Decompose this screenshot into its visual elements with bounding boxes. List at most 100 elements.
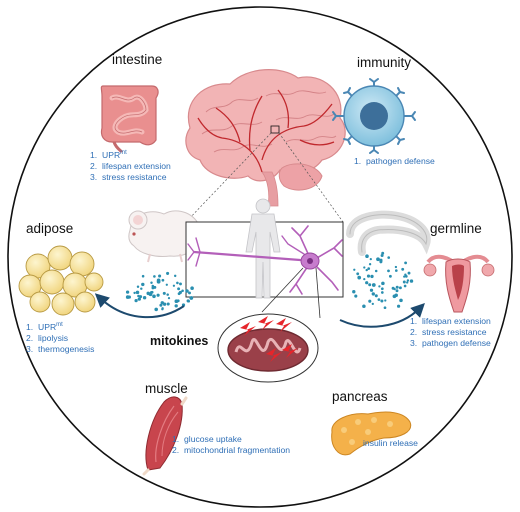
mitokine-dot [368, 299, 372, 303]
neuron-icon [187, 225, 343, 295]
mitokine-dot [137, 297, 141, 301]
mitokine-dot [395, 269, 398, 272]
arrow-to-adipose [94, 293, 185, 319]
mitokine-dot [154, 307, 158, 312]
adipose-title: adipose [26, 221, 74, 236]
mitokine-dot [370, 274, 374, 279]
mitokine-dot [166, 302, 170, 306]
mitokine-dot [407, 271, 411, 275]
mitokine-dot [399, 298, 403, 303]
mitokine-dot [151, 286, 155, 290]
mitokine-dot [125, 290, 130, 294]
mitokine-dot [365, 254, 369, 258]
mitokine-dot [135, 290, 140, 295]
list-item: 1.glucose uptake [172, 434, 242, 444]
mitokine-dot [362, 304, 366, 309]
mitokine-dot [363, 277, 366, 281]
mitokine-dot [354, 294, 358, 298]
mitokine-dot [371, 292, 375, 296]
mitokine-dot [379, 258, 383, 262]
list-item: 2.lipolysis [26, 332, 69, 343]
mitokine-dot [369, 257, 372, 261]
mitokine-dot [374, 269, 378, 273]
muscle-title: muscle [145, 381, 188, 396]
worm-icon [346, 210, 431, 256]
mitokine-dot [173, 274, 177, 278]
mitokine-dot [387, 269, 390, 273]
mitokine-dot [366, 274, 371, 278]
muscle-list: 1.glucose uptake 2.mitochondrial fragmen… [172, 434, 290, 456]
mitokine-dot [161, 278, 165, 282]
mitokine-dot [395, 289, 399, 293]
mitokine-dot [156, 278, 161, 283]
human-figure-icon [245, 198, 281, 299]
mitokine-dot [380, 291, 384, 294]
mitokine-dot [404, 261, 408, 265]
mitokine-dot [368, 263, 372, 266]
mitokine-dot [380, 254, 384, 257]
mitokine-dot [167, 297, 171, 300]
mitokine-dot [392, 294, 397, 299]
mitokine-dot [377, 298, 381, 301]
list-item: 1.pathogen defense [354, 156, 435, 166]
mitokine-dot [139, 295, 143, 299]
mitokine-dot [368, 283, 372, 287]
mitokine-dot [393, 287, 396, 291]
zoom-lines-lower [261, 267, 321, 319]
brain-icon [185, 69, 346, 207]
mitokine-dot [363, 266, 366, 269]
mitokine-dot [401, 267, 405, 271]
mitokine-dot [156, 293, 160, 297]
mitokine-dot [387, 256, 391, 259]
intestine-icon [100, 85, 159, 154]
mitokine-dot [190, 286, 194, 290]
mitokine-dot [134, 298, 138, 303]
mitokine-dot [185, 289, 189, 293]
mitokine-dot [406, 281, 409, 284]
mitokine-dot [398, 286, 402, 290]
mitokine-dot [403, 275, 406, 278]
mitokine-dot [178, 290, 182, 295]
immune-cell-icon [332, 78, 416, 154]
mitokine-dot [172, 284, 176, 287]
mitokine-dot [381, 281, 385, 286]
pancreas-icon [331, 411, 412, 456]
mitokine-dot [380, 287, 384, 291]
mitokine-dot [174, 304, 178, 308]
mitokines-label: mitokines [150, 334, 209, 348]
list-item: 1.UPRmt [26, 321, 63, 332]
mitochondrion-icon [227, 328, 309, 372]
mitokine-dot [404, 273, 407, 276]
mitokine-dot [365, 281, 369, 285]
germline-title: germline [430, 221, 482, 236]
list-item: 1.lifespan extension [410, 316, 491, 326]
mitokine-dot [388, 274, 392, 278]
mitokine-dot [356, 272, 360, 276]
mitokine-dot [380, 299, 384, 303]
zoom-lines [185, 132, 344, 223]
mitokine-dot [160, 301, 165, 305]
mitokine-dot [397, 304, 401, 308]
germline-list: 1.lifespan extension 2.stress resistance… [410, 316, 491, 349]
mitokine-dot [179, 282, 182, 286]
mitokine-dot [166, 293, 169, 296]
muscle-icon [142, 396, 188, 476]
mitokine-dot [369, 288, 374, 292]
mitokine-dot [176, 299, 180, 303]
mitokine-dot [140, 287, 143, 290]
arrow-to-germline [339, 303, 425, 328]
mitokine-dot [357, 275, 362, 280]
mitokine-dot [403, 284, 407, 288]
mitokine-dots-right [352, 251, 414, 310]
mitokine-dot [152, 294, 156, 299]
immunity-title: immunity [357, 55, 412, 70]
list-item: 2.mitochondrial fragmentation [172, 445, 291, 455]
mitokine-dot [181, 289, 184, 293]
mitokine-dot [159, 303, 163, 307]
mitokine-dot [166, 271, 170, 275]
mitokine-dot [125, 295, 130, 299]
mitokine-dot [365, 268, 368, 272]
intestine-list: 1.UPRmt 2.lifespan extension 3.stress re… [90, 148, 171, 183]
mitokine-dot [187, 299, 190, 303]
